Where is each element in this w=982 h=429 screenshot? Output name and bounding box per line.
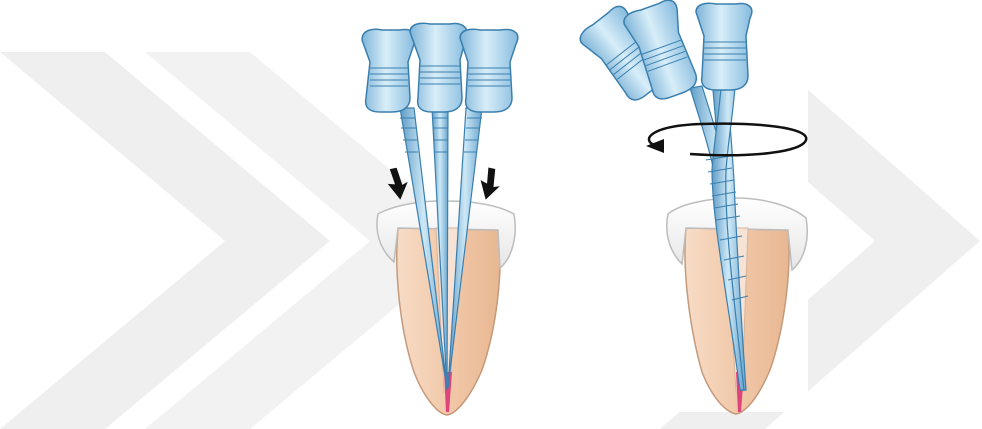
down-arrow-icon: [477, 166, 503, 201]
file-handle-right-3: [696, 3, 752, 90]
file-handle-left-2: [410, 23, 467, 112]
left-panel-push-technique: [362, 23, 518, 415]
right-panel-rotation-technique: [577, 0, 808, 414]
file-handle-left-1: [362, 29, 415, 112]
file-handle-left-3: [460, 29, 518, 112]
